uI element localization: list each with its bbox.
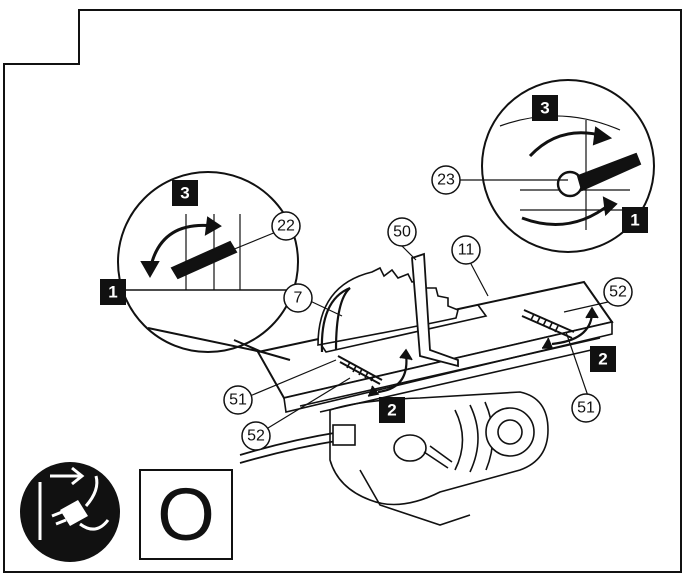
knob-stem (423, 445, 453, 469)
callout-11-label: 11 (458, 242, 475, 259)
table-rail (299, 337, 601, 413)
detail-right-arc-bottom-head (602, 196, 618, 217)
detail-right-arc-bottom (521, 202, 611, 226)
rotate-arrow-left-tail (367, 385, 380, 397)
motor-cap (485, 407, 535, 457)
callout-23-label: 23 (437, 172, 455, 189)
step-3-left: 3 (180, 184, 189, 203)
step-3-right: 3 (540, 99, 549, 118)
rotate-arrow-right (551, 313, 594, 346)
cord-plug-end (332, 424, 356, 446)
callout-22-label: 22 (277, 218, 295, 235)
callout-7 (283, 283, 313, 313)
step-3-left-box (172, 180, 198, 206)
callout-7-label: 7 (294, 290, 303, 307)
lever-23 (576, 152, 642, 192)
unplug-icon (20, 462, 120, 562)
figure-frame (3, 9, 682, 573)
detail-left-arc-tail (140, 261, 160, 279)
adjust-knob (393, 434, 427, 462)
bolt-thread-left (346, 361, 375, 382)
callout-51-right-label: 51 (577, 400, 595, 417)
callout-11 (451, 235, 481, 265)
callout-50-label: 50 (393, 224, 411, 241)
callout-52-right (603, 277, 633, 307)
base-foot (359, 469, 471, 526)
step-2-bottom-box (379, 397, 405, 423)
step-1-left: 1 (108, 283, 117, 302)
mode-indicator-symbol: O (157, 472, 215, 556)
detail-circle-right (481, 79, 655, 253)
callout-52-left-label: 52 (247, 428, 265, 445)
callout-51-left-label: 51 (229, 392, 247, 409)
callout-51-right (571, 393, 601, 423)
rotate-arrow-right-tail (542, 337, 554, 349)
step-2-bottom: 2 (387, 401, 396, 420)
motor-cap-inner (497, 419, 523, 445)
detail-left-arc-arrow (148, 223, 215, 271)
rotate-arrow-left-head (399, 348, 413, 361)
step-1-right-box (622, 207, 648, 233)
blade-guard (320, 286, 351, 353)
lever-22 (170, 240, 238, 280)
callouts (223, 165, 633, 451)
bolt-thread-right (530, 313, 559, 333)
callout-52-left (241, 421, 271, 451)
step-badges (100, 95, 648, 423)
step-2-right-box (590, 346, 616, 372)
detail-right-arc-top-head (592, 126, 613, 146)
callout-51-left (223, 385, 253, 415)
power-cord (239, 431, 343, 464)
step-1-left-box (100, 279, 126, 305)
saw-table-edge (283, 320, 613, 413)
detail-circle-left (117, 171, 299, 361)
step-3-right-box (532, 95, 558, 121)
step-2-right: 2 (598, 350, 607, 369)
saw-table-illustration (239, 252, 614, 526)
detail-left-arc-head (204, 216, 222, 236)
detail-right-scale (499, 115, 621, 131)
step-1-right: 1 (630, 211, 639, 230)
square-tool (411, 252, 459, 368)
rotate-arrow-right-head (585, 306, 599, 319)
rotate-arrow-left (377, 353, 408, 394)
callout-22 (271, 211, 301, 241)
callout-50 (387, 217, 417, 247)
leader-lines (231, 179, 609, 429)
detail-left-pointer (147, 327, 291, 361)
callout-23 (431, 165, 461, 195)
callout-52-right-label: 52 (609, 284, 627, 301)
mode-indicator-box: O (139, 469, 233, 560)
